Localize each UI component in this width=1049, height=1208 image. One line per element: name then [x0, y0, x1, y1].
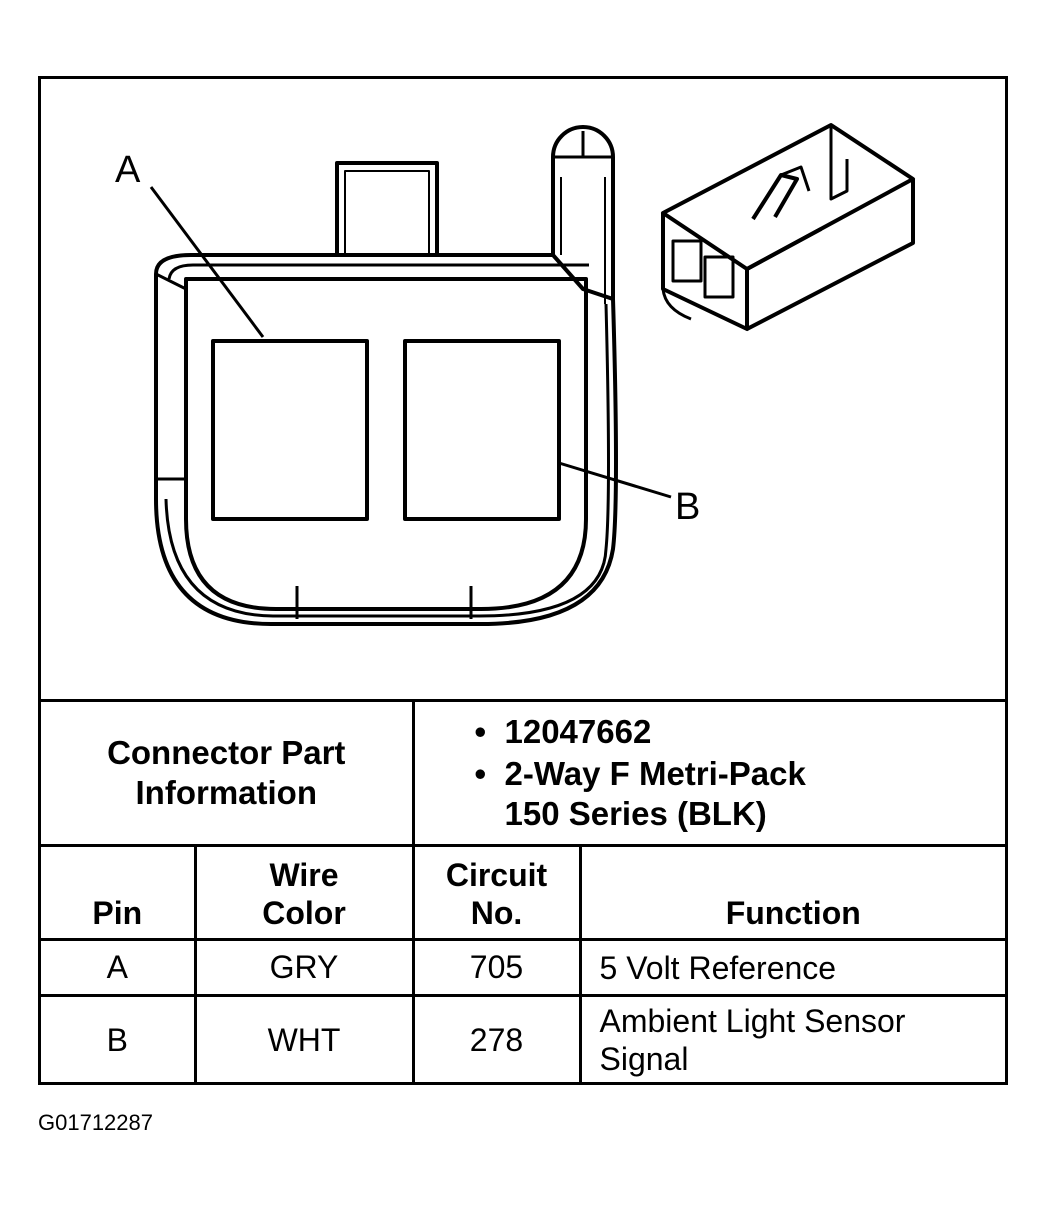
- header-pin-text: Pin: [92, 895, 143, 931]
- table-header-row: Pin Wire Color Circuit No. Function: [41, 844, 1005, 941]
- pin-label-b: B: [675, 486, 700, 528]
- pin-label-a: A: [115, 149, 141, 191]
- header-pin: Pin: [41, 844, 197, 941]
- header-wire-color: Wire Color: [193, 844, 415, 941]
- connector-description-line2: 150 Series (BLK): [504, 795, 767, 832]
- connector-top-tab: [335, 161, 439, 255]
- header-circuit-line2: No.: [470, 895, 523, 931]
- row-b-function-line1: Ambient Light Sensor: [599, 1003, 906, 1040]
- header-function-text: Function: [725, 895, 861, 931]
- connector-info-label-line2: Information: [135, 774, 317, 811]
- row-a-function-line1: 5 Volt Reference: [599, 949, 837, 986]
- diagram-frame: A B Connecto: [38, 76, 1008, 1085]
- connector-illustration: A B: [115, 123, 915, 626]
- connector-description-line1: 2-Way F Metri-Pack: [504, 755, 806, 792]
- row-a-circuit: 705: [411, 938, 582, 997]
- header-wire-color-line1: Wire: [269, 857, 339, 893]
- row-a-wire-color: GRY: [193, 938, 415, 997]
- leader-line-b: [558, 461, 672, 499]
- connector-info-details: 12047662 2-Way F Metri-Pack 150 Series (…: [411, 699, 1006, 847]
- header-function: Function: [578, 844, 1005, 941]
- row-b-function-line2: Signal: [599, 1041, 689, 1078]
- header-circuit: Circuit No.: [411, 844, 582, 941]
- row-b-pin: B: [41, 994, 197, 1084]
- connector-info-label-line1: Connector Part: [107, 734, 346, 771]
- connector-drawing: A B: [41, 79, 1005, 699]
- leader-line-a: [149, 186, 265, 338]
- header-wire-color-line2: Color: [262, 895, 346, 931]
- connector-info-label: Connector Part Information: [41, 699, 415, 847]
- connector-3d-view: [661, 123, 915, 331]
- row-b-wire-color: WHT: [193, 994, 415, 1084]
- connector-housing-outer: [154, 253, 618, 626]
- connector-description: 2-Way F Metri-Pack 150 Series (BLK): [475, 754, 1006, 834]
- row-b-circuit: 278: [411, 994, 582, 1084]
- table-row: A GRY 705 5 Volt Reference: [41, 938, 1005, 997]
- cavity-a: [211, 339, 369, 521]
- part-number: 12047662: [475, 712, 1006, 752]
- row-a-pin: A: [41, 938, 197, 997]
- header-circuit-line1: Circuit: [445, 857, 548, 893]
- connector-table: Connector Part Information 12047662 2-Wa…: [41, 699, 1005, 1084]
- row-a-function: 5 Volt Reference: [578, 938, 1005, 997]
- row-b-function: Ambient Light Sensor Signal: [578, 994, 1005, 1084]
- connector-locking-post: [551, 125, 615, 299]
- connector-info-row: Connector Part Information 12047662 2-Wa…: [41, 699, 1006, 847]
- table-row: B WHT 278 Ambient Light Sensor Signal: [41, 994, 1005, 1084]
- figure-id: G01712287: [38, 1110, 153, 1135]
- connector-face: [184, 277, 588, 611]
- cavity-b: [403, 339, 561, 521]
